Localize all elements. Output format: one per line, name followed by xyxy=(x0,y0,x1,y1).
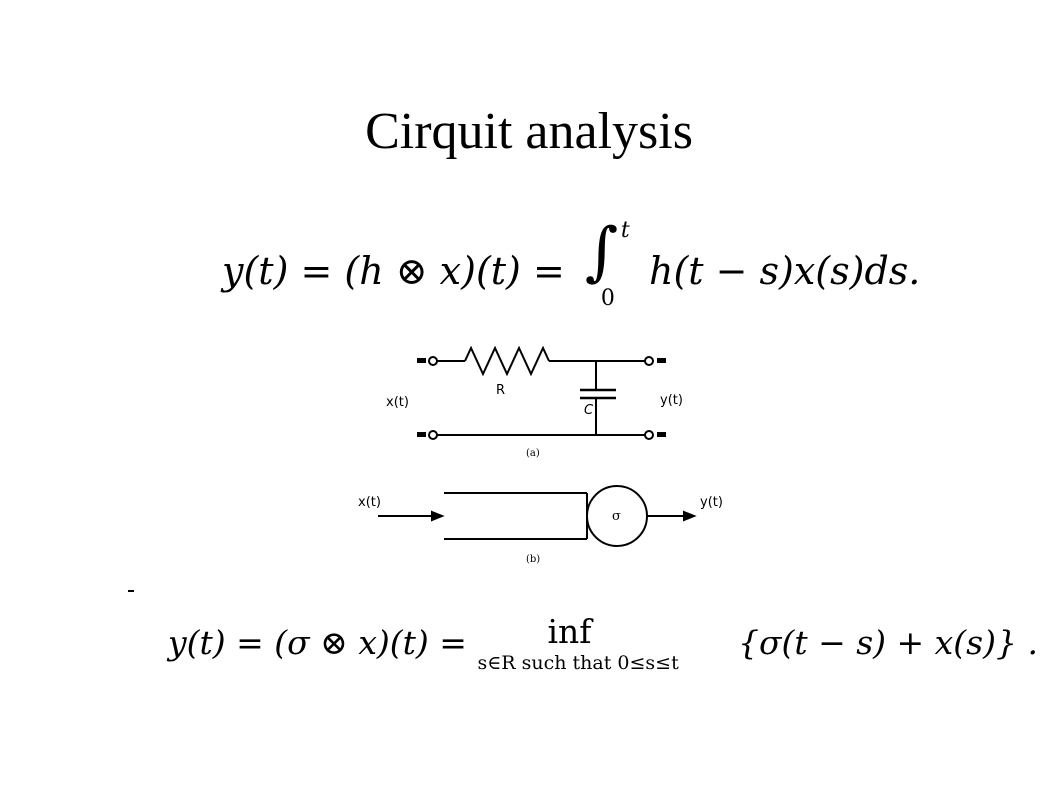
terminal-bottom-left xyxy=(428,430,438,440)
integral-sign: ∫ xyxy=(584,215,619,289)
sigma-node-label: σ xyxy=(612,509,621,524)
resistor-label: R xyxy=(496,383,505,398)
equation1-lhs: y(t) = (h ⊗ x)(t) = xyxy=(222,249,565,293)
terminal-bottom-right xyxy=(644,430,654,440)
circuit-a-output-label: y(t) xyxy=(660,393,683,408)
integral-symbol: ∫ t 0 xyxy=(577,215,637,311)
equation2-rhs: {σ(t − s) + x(s)} . xyxy=(737,623,1038,662)
rc-circuit xyxy=(417,345,666,440)
infimum-word: inf xyxy=(547,612,592,651)
terminal-bottom-left-marker xyxy=(417,432,426,437)
circuit-a-caption: (a) xyxy=(526,448,540,459)
slide-title: Cirquit analysis xyxy=(365,103,693,160)
terminal-top-left-marker xyxy=(417,358,426,363)
terminal-top-right xyxy=(644,356,654,366)
capacitor-label: C xyxy=(584,403,594,418)
min-plus-convolution-equation: y(t) = (σ ⊗ x)(t) = inf s∈R such that 0≤… xyxy=(168,612,1038,674)
bullet-dash xyxy=(128,590,134,592)
convolution-equation: y(t) = (h ⊗ x)(t) = ∫ t 0 h(t − s)x(s)ds… xyxy=(222,215,921,311)
integral-lower-limit: 0 xyxy=(600,286,615,311)
terminal-top-right-marker xyxy=(657,358,666,363)
input-arrowhead xyxy=(431,510,445,522)
circuit-diagram-figure: R C x(t) y(t) (a) x(t) y(t) σ (b) xyxy=(358,345,723,565)
resistor-zigzag xyxy=(464,345,550,377)
equation1-integrand: h(t − s)x(s)ds. xyxy=(648,249,921,293)
circuit-a-input-label: x(t) xyxy=(386,395,409,410)
infimum-operator: inf s∈R such that 0≤s≤t xyxy=(477,612,727,674)
infimum-subscript: s∈R such that 0≤s≤t xyxy=(477,652,679,674)
terminal-top-left xyxy=(428,356,438,366)
output-arrowhead xyxy=(683,510,697,522)
block-diagram xyxy=(378,485,697,547)
circuit-b-caption: (b) xyxy=(526,554,540,565)
equation2-lhs: y(t) = (σ ⊗ x)(t) = xyxy=(168,623,467,662)
circuit-b-input-label: x(t) xyxy=(358,495,381,510)
circuit-b-output-label: y(t) xyxy=(700,495,723,510)
integral-upper-limit: t xyxy=(620,218,630,243)
terminal-bottom-right-marker xyxy=(657,432,666,437)
